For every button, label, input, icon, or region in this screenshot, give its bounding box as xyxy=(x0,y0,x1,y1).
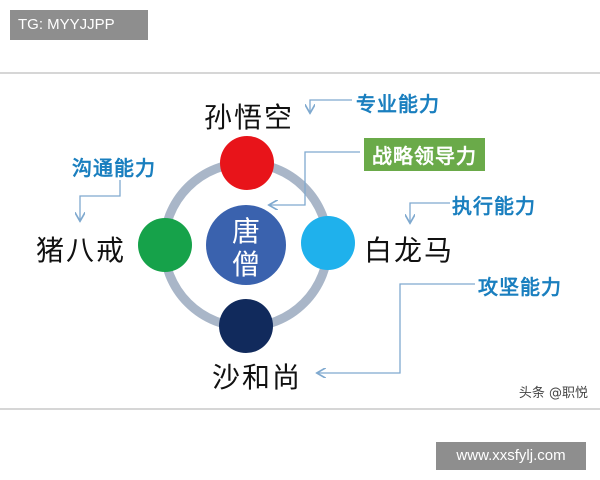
name-sha-heshang: 沙和尚 xyxy=(212,361,303,394)
ability-leadership: 战略领导力 xyxy=(364,138,485,171)
ability-communication: 沟通能力 xyxy=(72,156,156,180)
node-sun-wukong xyxy=(220,136,274,190)
center-label-tang: 唐 xyxy=(231,215,260,248)
connector-breakthrough xyxy=(318,283,475,373)
node-bai-longma xyxy=(301,216,355,270)
bottom-watermark-text: www.xxsfylj.com xyxy=(456,447,566,464)
node-sha-heshang xyxy=(219,299,273,353)
center-node-tang-seng xyxy=(206,205,286,285)
diagram-panel xyxy=(0,72,600,410)
connector-execution xyxy=(410,202,450,222)
node-zhu-bajie xyxy=(138,218,192,272)
name-zhu-bajie: 猪八戒 xyxy=(36,234,127,267)
ability-execution: 执行能力 xyxy=(452,194,536,218)
bottom-watermark-badge: www.xxsfylj.com xyxy=(436,442,586,470)
name-bai-longma: 白龙马 xyxy=(364,234,455,267)
top-watermark-text: TG: MYYJJPP xyxy=(18,16,115,33)
connector-professional xyxy=(310,99,352,112)
connector-leadership xyxy=(270,151,360,205)
ability-professional: 专业能力 xyxy=(356,92,440,116)
name-sun-wukong: 孙悟空 xyxy=(204,101,295,134)
source-label: 头条 @职悦 xyxy=(518,386,588,401)
top-watermark-badge: TG: MYYJJPP xyxy=(10,10,148,40)
ability-breakthrough: 攻坚能力 xyxy=(478,275,562,299)
center-label-seng: 僧 xyxy=(231,248,260,281)
connector-communication xyxy=(80,180,121,220)
